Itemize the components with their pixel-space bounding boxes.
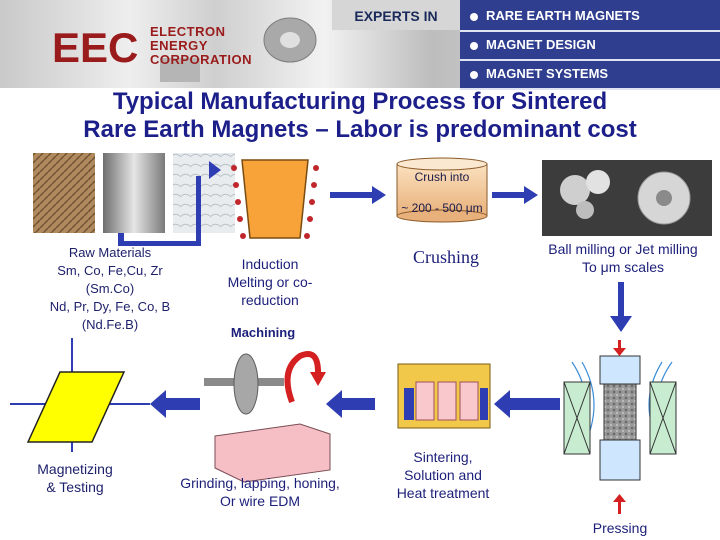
title-line-2: Rare Earth Magnets – Labor is predominan… <box>83 116 637 143</box>
hysteresis-loop-graphic <box>10 338 150 452</box>
company-line-1: ELECTRON <box>150 24 226 39</box>
bullet-icon <box>470 12 478 21</box>
arrow-pressing-to-sintering <box>494 390 560 418</box>
expertise-item-magnet-systems: MAGNET SYSTEMS <box>460 60 720 90</box>
machining-label: Machining <box>230 325 296 340</box>
bullet-icon <box>470 41 478 50</box>
arrow-melting-to-crush <box>330 186 386 204</box>
experts-in-label: EXPERTS IN <box>332 0 460 30</box>
grinding-label: Grinding, lapping, honing, Or wire EDM <box>180 475 340 509</box>
company-line-3: CORPORATION <box>150 52 253 67</box>
title-line-1: Typical Manufacturing Process for Sinter… <box>112 88 608 115</box>
crushing-label: Crushing <box>412 247 479 267</box>
pressing-die-graphic <box>563 340 677 514</box>
induction-furnace <box>231 159 319 239</box>
arrow-raw-to-melting <box>118 161 221 246</box>
expertise-panel: RARE EARTH MAGNETS MAGNET DESIGN MAGNET … <box>460 0 720 90</box>
sintering-label: Sintering, Solution and Heat treatment <box>396 449 490 501</box>
banner-metal-parts-image <box>160 17 317 82</box>
milling-equipment-image <box>542 160 712 236</box>
arrow-machining-to-magnetizing <box>150 390 200 418</box>
pressing-label: Pressing <box>592 520 648 536</box>
sintering-furnace-graphic <box>397 363 491 429</box>
grinding-machine-graphic <box>204 351 331 483</box>
raw-material-sample-rock <box>33 153 95 233</box>
magnetizing-label: Magnetizing & Testing <box>37 461 113 495</box>
crush-size-label: ~ 200 - 500 μm <box>401 201 483 215</box>
milling-label: Ball milling or Jet milling To μm scales <box>548 241 698 275</box>
expertise-item-magnet-design: MAGNET DESIGN <box>460 31 720 61</box>
svg-text:EEC: EEC <box>52 26 138 66</box>
crush-into-label: Crush into <box>414 170 470 184</box>
arrow-sintering-to-machining <box>326 390 375 418</box>
melting-label: Induction Melting or co- reduction <box>227 256 313 308</box>
page-title: Typical Manufacturing Process for Sinter… <box>0 88 720 144</box>
crushed-powder-container <box>396 157 488 223</box>
eec-logo: EEC <box>52 26 138 66</box>
expertise-item-rare-earth: RARE EARTH MAGNETS <box>460 2 720 32</box>
arrow-crush-to-milling <box>492 186 538 204</box>
company-line-2: ENERGY <box>150 38 208 53</box>
arrow-milling-to-pressing <box>610 282 632 332</box>
raw-material-sample-powder <box>173 153 235 233</box>
raw-materials-label: Raw Materials Sm, Co, Fe,Cu, Zr (Sm.Co) … <box>49 245 171 332</box>
raw-material-sample-metal <box>103 153 165 233</box>
bullet-icon <box>470 70 478 79</box>
